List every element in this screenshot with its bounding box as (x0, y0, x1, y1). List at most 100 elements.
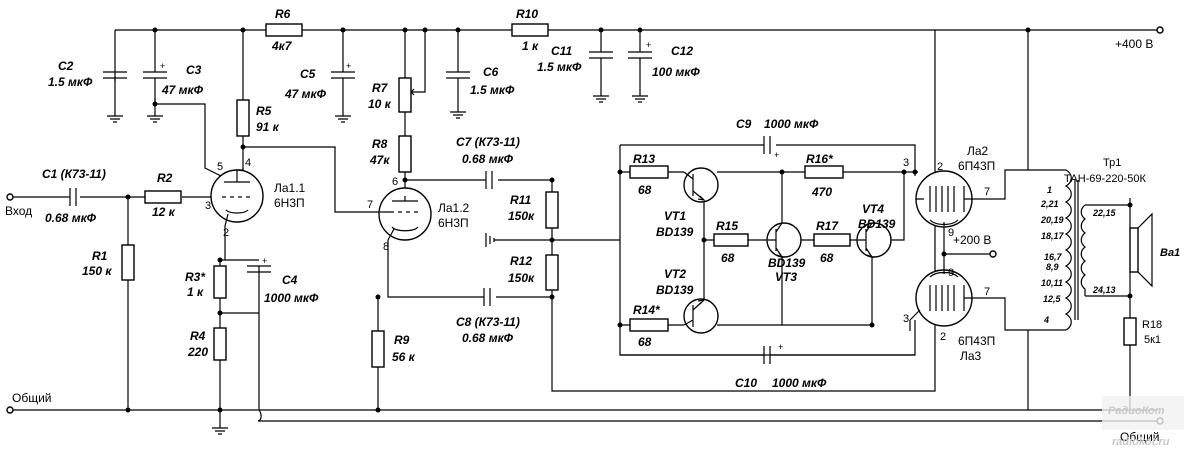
r2-resistor (144, 190, 182, 204)
la11-type: 6Н3П (274, 196, 305, 210)
valve-la3 (909, 269, 978, 327)
c10-label: C10 (735, 376, 757, 390)
c7-capacitor (485, 171, 493, 189)
c11-label: C11 (551, 44, 572, 58)
valve-la2 (915, 170, 978, 228)
r18-value: 5к1 (1144, 334, 1161, 346)
la3-label: Ла3 (960, 349, 982, 363)
r11-value: 150к (508, 209, 535, 223)
r4-resistor (213, 327, 227, 361)
r11-label: R11 (510, 193, 531, 207)
ground-icon (485, 233, 552, 247)
c8-label: C8 (К73-11) (456, 315, 520, 329)
r5-value: 91 к (256, 120, 280, 134)
c1-value: 0.68 мкФ (45, 211, 97, 225)
r8-resistor (398, 135, 412, 173)
ground-icon (212, 427, 228, 435)
vt2-type: BD139 (656, 283, 694, 297)
la2-type: 6П43П (958, 159, 995, 173)
junction-dots (125, 27, 1133, 413)
watermark: РадиоКот radiokot.ru (1102, 396, 1184, 448)
c5-value: 47 мкФ (284, 87, 327, 101)
tap-1: 1 (1047, 185, 1052, 195)
r7-value: 10 к (368, 97, 392, 111)
r9-label: R9 (394, 333, 410, 347)
pin-2: 2 (223, 227, 229, 239)
tr1-label: Тр1 (1103, 157, 1121, 169)
tap-6: 8,9 (1046, 262, 1059, 272)
watermark-logo: РадиоКот (1108, 405, 1165, 417)
r15-value: 68 (721, 251, 735, 265)
r13-resistor (629, 165, 669, 179)
r18-label: R18 (1142, 319, 1162, 331)
r5-label: R5 (256, 104, 272, 118)
common-right-label: Общий (1120, 430, 1160, 444)
r7-label: R7 (372, 81, 389, 95)
r4-value: 220 (187, 345, 208, 359)
c4-capacitor: + (247, 256, 271, 275)
la2-label: Ла2 (967, 144, 989, 158)
tap-3: 20,19 (1040, 215, 1064, 225)
ground-icon (147, 98, 163, 123)
svg-text:+: + (346, 61, 351, 71)
c6-capacitor (446, 71, 470, 82)
la3-type: 6П43П (958, 334, 995, 348)
ground-icon (632, 62, 648, 103)
c9-label: C9 (736, 117, 752, 131)
r11-resistor (545, 191, 559, 229)
r5-resistor (236, 99, 250, 137)
capacitors: + + + + + + (69, 40, 915, 364)
vt4-type: BD139 (858, 217, 896, 231)
tap-2: 2,21 (1040, 199, 1059, 209)
sec-tap-2: 24,13 (1092, 285, 1116, 295)
vt2-label: VT2 (664, 267, 686, 281)
pin-6: 6 (392, 176, 398, 188)
valve-la1-1 (210, 168, 264, 227)
transistor-vt2 (683, 298, 719, 334)
r10-value: 1 к (522, 39, 539, 53)
common-label: Общий (12, 391, 52, 405)
tap-8: 12,5 (1043, 294, 1062, 304)
valve-la1-2 (378, 187, 432, 241)
la3-pin-7: 7 (984, 286, 990, 298)
pin-5: 5 (217, 161, 223, 173)
r12-resistor (545, 254, 559, 291)
svg-text:+: + (646, 40, 651, 50)
r15-resistor (713, 233, 749, 247)
transistor-vt1 (683, 167, 719, 203)
svg-text:+: + (160, 61, 165, 71)
ba1-label: Ва1 (1160, 247, 1180, 259)
c12-label: C12 (671, 44, 693, 58)
r13-label: R13 (633, 152, 655, 166)
r2-label: R2 (157, 171, 173, 185)
la2-pin-7: 7 (984, 186, 990, 198)
r16-value: 470 (811, 185, 832, 199)
svg-text:+: + (778, 342, 783, 352)
r8-label: R8 (372, 137, 388, 151)
c4-value: 1000 мкФ (264, 291, 319, 305)
c11-capacitor (589, 51, 613, 62)
ground-symbols (107, 62, 648, 435)
r12-label: R12 (510, 254, 532, 268)
c8-value: 0.68 мкФ (462, 331, 514, 345)
tap-4: 18,17 (1041, 231, 1065, 241)
speaker-ba1 (1129, 212, 1153, 288)
r16-label: R16* (806, 152, 834, 166)
r9-resistor (371, 330, 385, 368)
c3-capacitor: + (143, 61, 167, 98)
c10-capacitor: + (620, 342, 915, 364)
pin-3: 3 (205, 200, 211, 212)
c11-value: 1.5 мкФ (537, 60, 582, 74)
r6-resistor (265, 23, 303, 37)
ground-icon (450, 82, 466, 119)
vt3-type: BD139 (768, 256, 806, 270)
r1-resistor (121, 244, 135, 281)
c5-label: C5 (300, 67, 316, 81)
supply-400-label: +400 В (1115, 37, 1153, 51)
la2-pin-9: 9 (948, 227, 954, 239)
vt1-label: VT1 (664, 209, 686, 223)
supply-200-label: +200 В (953, 233, 991, 247)
r14-value: 68 (638, 335, 652, 349)
pin-4: 4 (245, 157, 251, 169)
r6-value: 4к7 (271, 39, 293, 53)
